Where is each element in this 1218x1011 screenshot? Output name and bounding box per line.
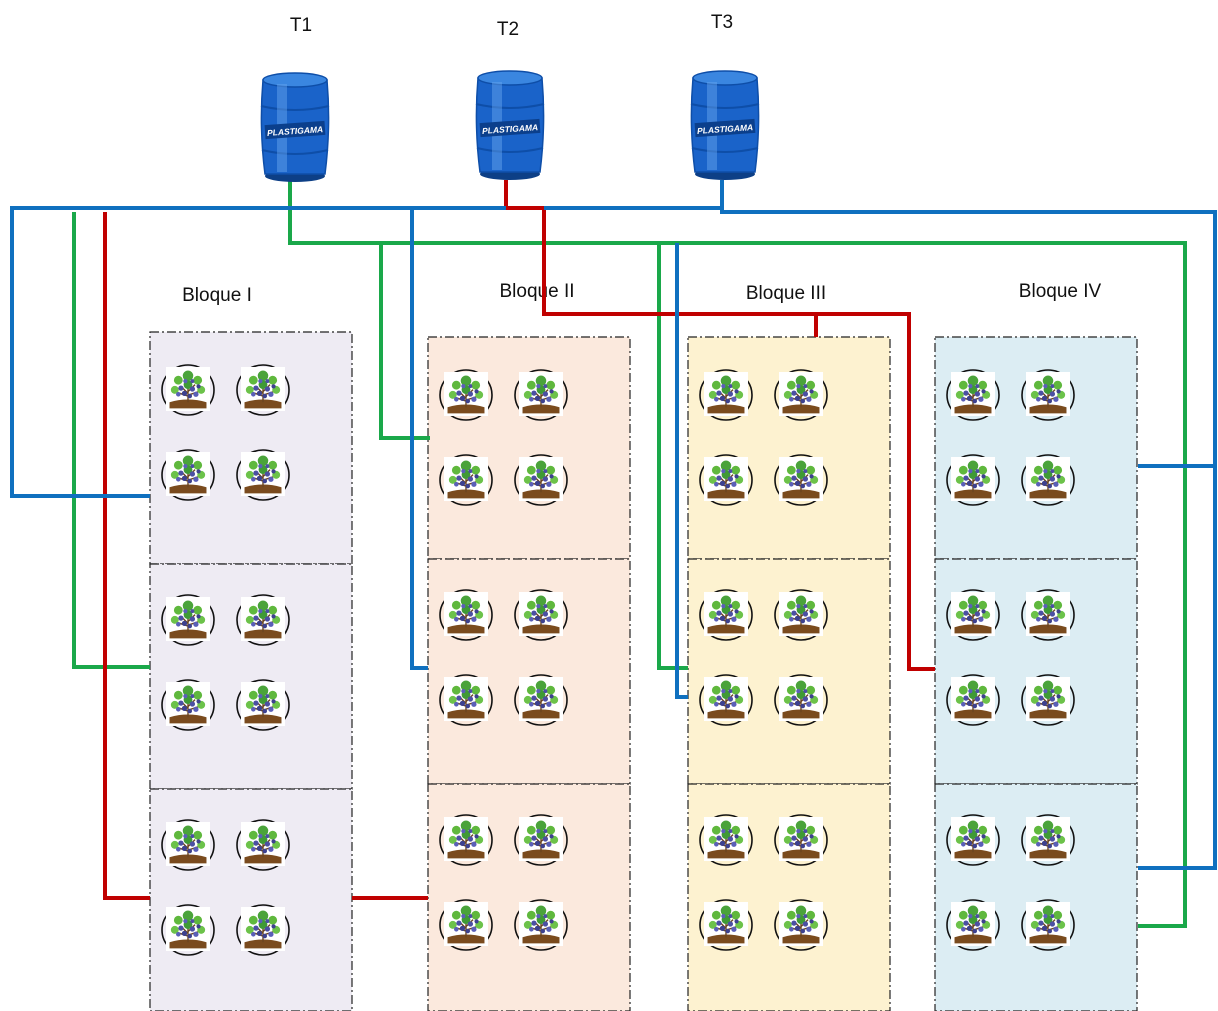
irrigation-pipe [659,241,1187,928]
block-label: Bloque IV [1019,281,1102,302]
blueberry-bush-icon [161,904,215,956]
tank-label: T1 [290,15,312,36]
blueberry-bush-icon [161,449,215,501]
water-barrel-icon: PLASTIGAMA T2 [475,19,545,180]
water-barrel-icon: PLASTIGAMA T3 [690,12,760,180]
blueberry-bush-icon [1021,674,1075,726]
blueberry-bush-icon [946,674,1000,726]
block-4: Bloque IV [934,281,1138,1011]
irrigation-pipe [290,241,688,670]
tank-brand-label: PLASTIGAMA [697,122,754,136]
block-label: Bloque III [746,283,826,304]
blueberry-bush-icon [514,589,568,641]
blueberry-bush-icon [514,899,568,951]
blueberry-bush-icon [514,454,568,506]
blueberry-bush-icon [439,369,493,421]
blueberry-bush-icon [699,454,753,506]
block-3: Bloque III [687,283,891,1011]
blueberry-bush-icon [514,369,568,421]
pipes [10,178,1217,928]
blueberry-bush-icon [946,454,1000,506]
tank-label: T2 [497,19,519,40]
irrigation-pipe [10,206,722,498]
blueberry-bush-icon [236,819,290,871]
blueberry-bush-icon [439,814,493,866]
blueberry-bush-icon [946,899,1000,951]
blueberry-bush-icon [946,589,1000,641]
block-label: Bloque I [182,285,252,306]
blueberry-bush-icon [236,364,290,416]
blueberry-bush-icon [161,364,215,416]
blueberry-bush-icon [439,899,493,951]
tank-brand-label: PLASTIGAMA [267,124,324,138]
blueberry-bush-icon [774,899,828,951]
blueberry-bush-icon [946,814,1000,866]
irrigation-pipe [72,212,150,669]
block-1: Bloque I [149,285,353,1011]
water-barrel-icon: PLASTIGAMA T1 [260,15,330,182]
blueberry-bush-icon [236,904,290,956]
irrigation-pipe [675,243,688,699]
blueberry-bush-icon [774,814,828,866]
blueberry-bush-icon [161,819,215,871]
block-label: Bloque II [500,281,575,302]
blueberry-bush-icon [1021,589,1075,641]
blueberry-bush-icon [699,899,753,951]
blueberry-bush-icon [699,589,753,641]
irrigation-pipe [720,180,1217,870]
blueberry-bush-icon [1021,899,1075,951]
irrigation-pipe [410,208,428,670]
blueberry-bush-icon [439,589,493,641]
blueberry-bush-icon [774,674,828,726]
irrigation-pipe [542,208,935,671]
blueberry-bush-icon [774,454,828,506]
blueberry-bush-icon [514,814,568,866]
blueberry-bush-icon [1021,454,1075,506]
blueberry-bush-icon [439,674,493,726]
tank-brand-label: PLASTIGAMA [482,122,539,136]
blueberry-bush-icon [514,674,568,726]
blueberry-bush-icon [699,814,753,866]
irrigation-pipe [103,212,150,900]
blueberry-bush-icon [439,454,493,506]
blueberry-bush-icon [236,594,290,646]
blueberry-bush-icon [946,369,1000,421]
blueberry-bush-icon [161,594,215,646]
blueberry-bush-icon [774,369,828,421]
blueberry-bush-icon [1021,814,1075,866]
blueberry-bush-icon [1021,369,1075,421]
blueberry-bush-icon [236,679,290,731]
block-2: Bloque II [427,281,631,1011]
blueberry-bush-icon [699,369,753,421]
tank-label: T3 [711,12,733,33]
blueberry-bush-icon [699,674,753,726]
blueberry-bush-icon [774,589,828,641]
blueberry-bush-icon [161,679,215,731]
blueberry-bush-icon [236,449,290,501]
blocks: Bloque I Bloque II Bloque III Bloque IV [149,281,1138,1011]
